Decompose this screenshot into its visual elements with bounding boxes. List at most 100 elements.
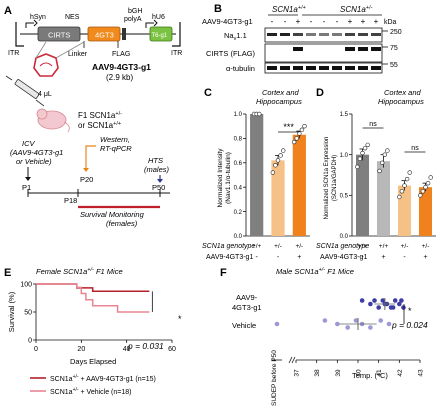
sig-label: *** — [283, 122, 294, 132]
bar — [292, 134, 306, 236]
icv-label: ICV — [22, 139, 36, 148]
svg-text:F1 SCN1a+/-: F1 SCN1a+/- — [78, 111, 122, 120]
band-tubulin — [332, 66, 342, 70]
blot-aav-label: AAV9-4GT3-g1 — [202, 17, 253, 26]
f-group-vehicle: Vehicle — [232, 321, 256, 330]
band-flag — [358, 47, 368, 51]
bgh-label: bGH — [128, 8, 142, 15]
svg-text:(males): (males) — [144, 165, 170, 174]
band-tubulin — [306, 66, 316, 70]
y-tick-label: 0.6 — [234, 161, 243, 167]
band-nav11 — [345, 33, 355, 36]
guide-label: T6-g1 — [152, 33, 168, 39]
band-nav11 — [306, 33, 316, 36]
hu6-promoter-arrow — [145, 22, 154, 28]
svg-text:Nav1.1: Nav1.1 — [224, 31, 247, 42]
y-tick-label: 0 — [28, 338, 32, 345]
panel-a-letter: A — [4, 5, 12, 17]
injection-volume: 4 μL — [38, 91, 52, 98]
band-nav11 — [293, 33, 303, 36]
band-flag — [371, 47, 381, 51]
aav-tick: + — [297, 254, 301, 261]
svg-text:or Vehicle): or Vehicle) — [16, 157, 52, 166]
panel-e-letter: E — [4, 267, 11, 279]
x-tick-label: 0 — [34, 346, 38, 353]
itr-left-label: ITR — [8, 50, 19, 57]
mw-55: 55 — [390, 62, 398, 69]
panel-d-letter: D — [316, 87, 324, 99]
e-sig: * — [178, 314, 182, 324]
flag-label: FLAG — [112, 51, 130, 58]
band-tubulin — [280, 66, 290, 70]
4gt3-label: 4GT3 — [95, 31, 114, 40]
aav-capsid-icon — [33, 53, 59, 77]
y-tick-label: 0.0 — [340, 234, 349, 240]
mw-75: 75 — [390, 45, 398, 52]
d-subtitle: Cortex and — [384, 88, 422, 97]
chart-c: 0.00.20.40.60.81.0+/+-+/--+/-+*** — [234, 111, 310, 261]
blot-sign: + — [348, 17, 353, 26]
f-sudep-label: SUDEP before P50 — [271, 350, 278, 406]
e-xlabel: Days Elapsed — [70, 357, 116, 366]
genotype-tick: +/- — [401, 243, 409, 250]
p20-label: P20 — [80, 175, 93, 184]
svg-text:or SCN1a+/+: or SCN1a+/+ — [78, 121, 121, 130]
data-point — [365, 142, 370, 148]
y-tick-label: 0.5 — [340, 194, 349, 200]
data-point — [423, 185, 428, 190]
blot-sign: + — [296, 17, 301, 26]
data-point — [273, 163, 278, 168]
data-point — [390, 305, 396, 310]
polya-marker — [122, 28, 126, 40]
band-nav11 — [319, 33, 329, 36]
survival-line-vehicle — [36, 283, 150, 313]
blot-row-tubulin: α-tubulin — [226, 64, 255, 73]
data-point — [362, 145, 368, 151]
axis-break — [291, 356, 296, 364]
x-tick-label: 42 — [397, 369, 404, 377]
data-point — [353, 318, 359, 323]
x-tick-label: 60 — [168, 346, 176, 353]
data-point — [322, 318, 328, 323]
blot-sign: - — [310, 17, 313, 26]
cirts-label: CIRTS — [48, 31, 70, 40]
data-point — [281, 148, 286, 153]
aav-tick: - — [277, 254, 280, 261]
bar — [376, 161, 391, 236]
data-point — [376, 305, 381, 310]
data-point — [257, 111, 262, 117]
data-point — [278, 153, 283, 158]
data-point — [299, 127, 305, 133]
data-point — [401, 305, 406, 310]
blot-sign: - — [323, 17, 326, 26]
svg-text:4GT3-g1: 4GT3-g1 — [232, 303, 262, 312]
data-point — [378, 318, 384, 323]
data-point — [368, 325, 373, 330]
data-point — [377, 168, 382, 174]
itr-left-bracket — [15, 22, 24, 47]
e-pvalue: p = 0.031 — [127, 341, 164, 351]
x-tick-label: 20 — [77, 346, 85, 353]
c-ylabel: Normalized Intensity — [217, 148, 224, 208]
aav-tick: - — [403, 254, 406, 261]
y-tick-label: 0.4 — [234, 185, 243, 191]
band-tubulin — [358, 66, 368, 70]
p18-label: P18 — [64, 196, 77, 205]
data-point — [425, 180, 431, 186]
data-point — [294, 136, 299, 141]
data-point — [399, 298, 404, 303]
genotype-tick: +/- — [422, 243, 430, 250]
svg-text:(Nav1.1/α-tubulin): (Nav1.1/α-tubulin) — [225, 152, 232, 204]
survival-line-aav — [36, 283, 150, 293]
vector-size: (2.9 kb) — [106, 73, 133, 82]
svg-text:(AAV9-4GT3-g1: (AAV9-4GT3-g1 — [10, 148, 63, 157]
svg-text:(SCN1a/GAPDH): (SCN1a/GAPDH) — [332, 155, 338, 201]
data-point — [368, 301, 373, 307]
p1-label: P1 — [22, 183, 31, 192]
itr-right-bracket — [172, 22, 181, 47]
band-tubulin — [345, 66, 355, 70]
genotype-tick: +/+ — [379, 243, 389, 250]
svg-text:Male SCN1a+/- F1 Mice: Male SCN1a+/- F1 Mice — [276, 267, 354, 276]
